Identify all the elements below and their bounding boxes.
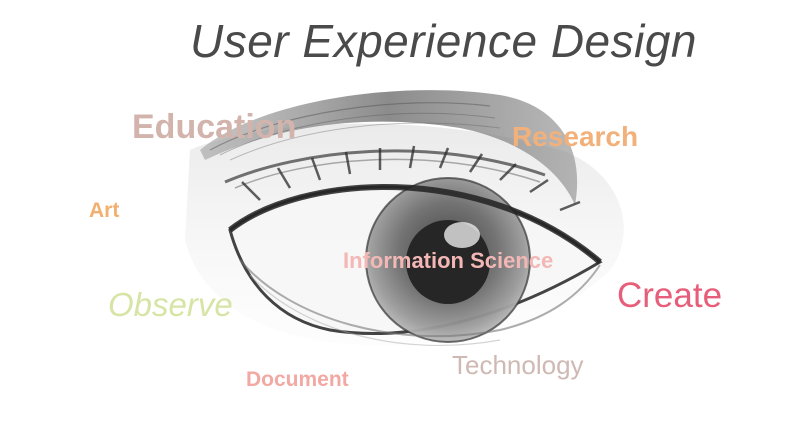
iris-icon [365,177,531,343]
word-document: Document [246,368,349,391]
page-title: User Experience Design [190,15,698,67]
word-art: Art [89,199,120,222]
word-education: Education [132,108,297,146]
eyelash-icon [228,145,602,265]
word-technology: Technology [452,350,584,380]
lower-eyelid [239,259,601,346]
eyebrow-icon [200,90,578,205]
word-research: Research [512,121,639,152]
word-create: Create [617,276,723,315]
word-observe: Observe [108,286,233,323]
word-information-science: Information Science [343,248,554,273]
eyelid-crease [224,149,546,189]
